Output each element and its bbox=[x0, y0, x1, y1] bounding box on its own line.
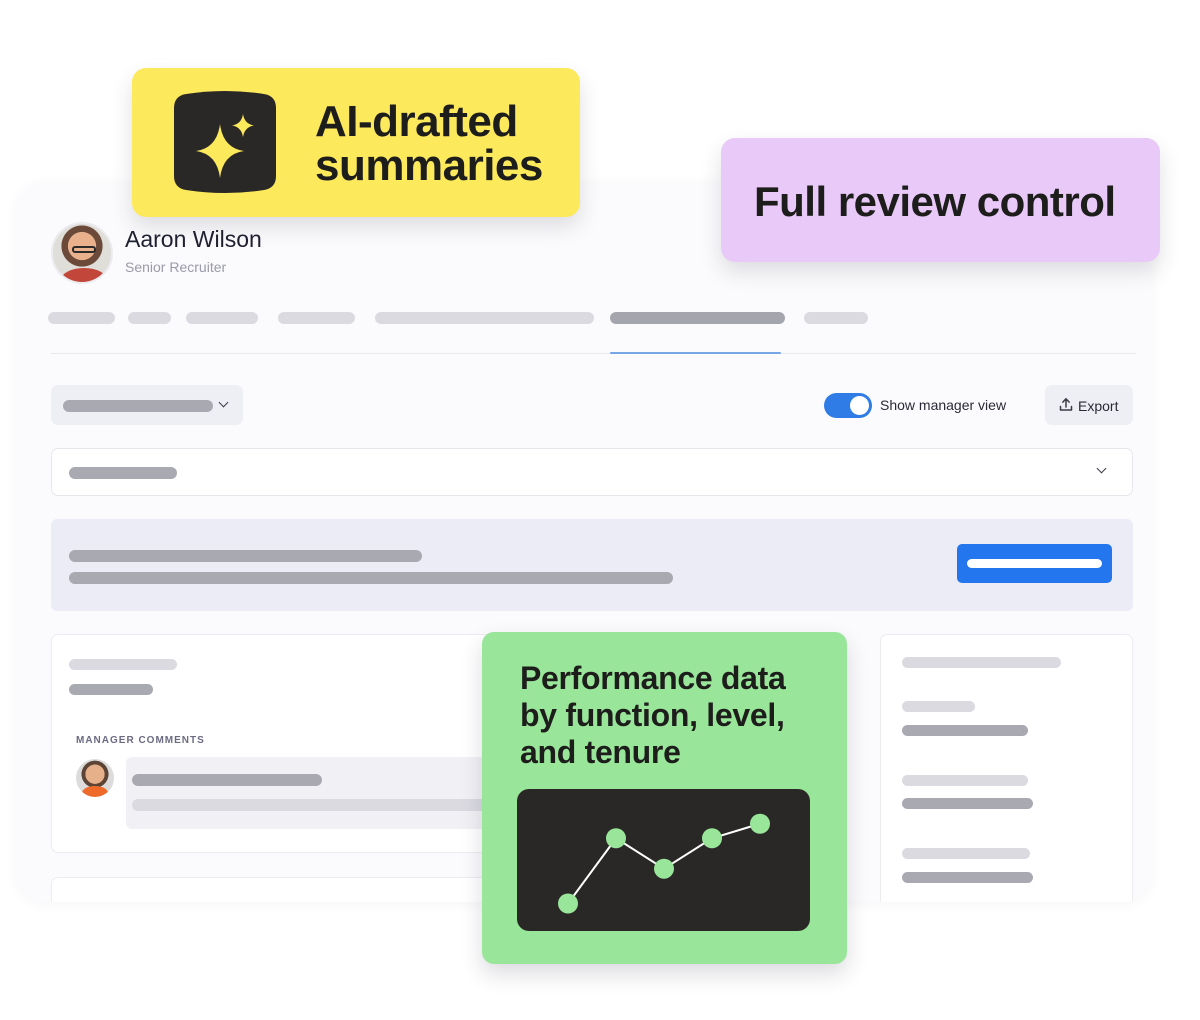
manager-view-toggle[interactable] bbox=[824, 393, 872, 418]
avatar bbox=[51, 222, 113, 284]
avatar-glasses bbox=[72, 246, 96, 253]
toggle-knob bbox=[850, 396, 869, 415]
side-line-placeholder bbox=[902, 775, 1028, 786]
line-chart-svg bbox=[558, 813, 770, 914]
ai-summaries-line-2: summaries bbox=[315, 141, 543, 190]
tab-placeholder-5[interactable] bbox=[375, 312, 594, 324]
filter-row-placeholder bbox=[69, 467, 177, 479]
avatar-shirt bbox=[61, 268, 107, 282]
data-point-2 bbox=[606, 828, 626, 849]
data-point-3 bbox=[654, 858, 674, 879]
data-point-1 bbox=[558, 893, 578, 914]
tab-placeholder-active[interactable] bbox=[610, 312, 785, 324]
panel-heading-placeholder bbox=[69, 659, 177, 670]
side-line-placeholder bbox=[902, 657, 1061, 668]
tab-divider bbox=[51, 353, 1136, 354]
performance-text: Performance data by function, level, and… bbox=[520, 660, 820, 771]
export-button[interactable]: Export bbox=[1045, 385, 1133, 425]
side-line-placeholder bbox=[902, 872, 1033, 883]
performance-line-2: by function, level, bbox=[520, 697, 785, 733]
tab-placeholder-7[interactable] bbox=[804, 312, 868, 324]
performance-callout: Performance data by function, level, and… bbox=[482, 632, 847, 964]
manager-view-label: Show manager view bbox=[880, 397, 1007, 413]
tab-placeholder-2[interactable] bbox=[128, 312, 171, 324]
user-role: Senior Recruiter bbox=[125, 259, 227, 275]
commenter-avatar bbox=[76, 759, 114, 797]
review-control-text: Full review control bbox=[754, 178, 1116, 225]
tab-placeholder-4[interactable] bbox=[278, 312, 355, 324]
export-label: Export bbox=[1078, 398, 1119, 414]
side-panel bbox=[880, 634, 1133, 902]
data-point-5 bbox=[750, 813, 770, 834]
tab-placeholder-3[interactable] bbox=[186, 312, 258, 324]
info-banner bbox=[51, 519, 1133, 611]
performance-line-3: and tenure bbox=[520, 734, 681, 770]
banner-line-placeholder bbox=[69, 550, 422, 562]
side-line-placeholder bbox=[902, 798, 1033, 809]
review-panel: MANAGER COMMENTS bbox=[51, 634, 516, 853]
banner-action-button[interactable] bbox=[957, 544, 1112, 583]
filter-select[interactable] bbox=[51, 385, 243, 425]
data-point-4 bbox=[702, 828, 722, 849]
select-placeholder bbox=[63, 400, 213, 412]
comment-line-placeholder bbox=[132, 799, 512, 811]
performance-chart bbox=[517, 789, 810, 931]
comment-line-placeholder bbox=[132, 774, 322, 786]
button-label-placeholder bbox=[967, 559, 1102, 568]
commenter-shirt bbox=[82, 786, 108, 797]
chevron-down-icon bbox=[1096, 463, 1107, 474]
ai-summaries-line-1: AI-drafted bbox=[315, 97, 518, 146]
banner-line-placeholder bbox=[69, 572, 673, 584]
user-name: Aaron Wilson bbox=[125, 226, 262, 252]
manager-comments-label: MANAGER COMMENTS bbox=[76, 735, 205, 746]
upload-icon bbox=[1059, 398, 1073, 411]
review-panel-next bbox=[51, 877, 511, 902]
chevron-down-icon bbox=[218, 397, 229, 408]
side-line-placeholder bbox=[902, 848, 1030, 859]
side-line-placeholder bbox=[902, 725, 1028, 736]
review-control-callout: Full review control bbox=[721, 138, 1160, 262]
performance-line-1: Performance data bbox=[520, 660, 786, 696]
active-tab-indicator bbox=[610, 352, 781, 354]
panel-subheading-placeholder bbox=[69, 684, 153, 695]
ai-summaries-text: AI-drafted summaries bbox=[315, 100, 543, 188]
tab-placeholder-1[interactable] bbox=[48, 312, 115, 324]
comment-bubble bbox=[126, 757, 516, 829]
sparkle-icon bbox=[174, 91, 276, 193]
side-line-placeholder bbox=[902, 701, 975, 712]
ai-summaries-callout: AI-drafted summaries bbox=[132, 68, 580, 217]
expandable-filter-row[interactable] bbox=[51, 448, 1133, 496]
